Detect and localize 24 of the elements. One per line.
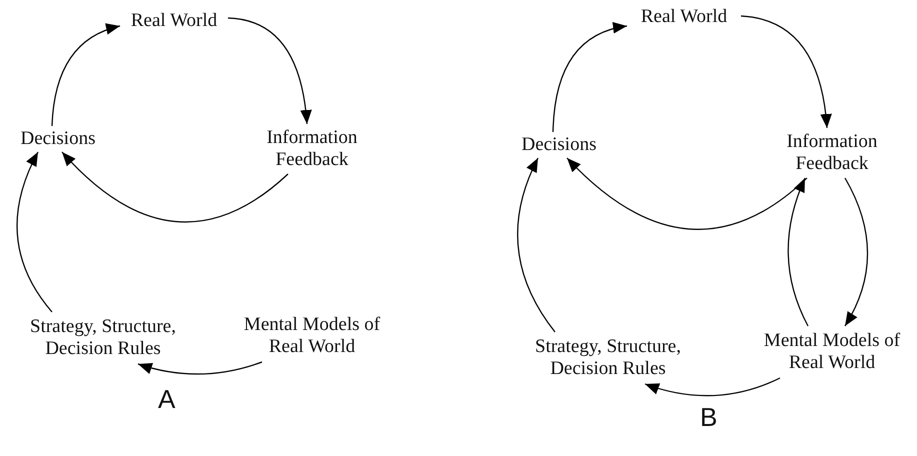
arrow — [228, 17, 312, 124]
arrow — [844, 178, 868, 326]
node-label: Mental Models of Real World — [762, 330, 902, 374]
arrow — [740, 15, 832, 128]
node-label: Decisions — [522, 134, 596, 156]
node-label: Information Feedback — [786, 131, 878, 175]
arrow — [62, 152, 288, 222]
arrow — [566, 158, 808, 230]
arrow — [644, 377, 780, 396]
panel-label: B — [700, 402, 718, 433]
arrow — [517, 158, 556, 332]
node-label: Mental Models of Real World — [242, 314, 382, 358]
node-label: Real World — [130, 10, 218, 32]
node-label: Real World — [640, 6, 728, 28]
arrow — [138, 361, 262, 375]
arrow — [788, 178, 809, 326]
node-label: Decisions — [20, 128, 96, 150]
panel-label: A — [158, 384, 176, 415]
node-label: Strategy, Structure, Decision Rules — [29, 316, 177, 360]
arrow — [16, 152, 52, 312]
node-label: Information Feedback — [266, 127, 358, 171]
arrow — [51, 24, 120, 126]
node-label: Strategy, Structure, Decision Rules — [534, 336, 682, 380]
arrow — [552, 22, 628, 132]
